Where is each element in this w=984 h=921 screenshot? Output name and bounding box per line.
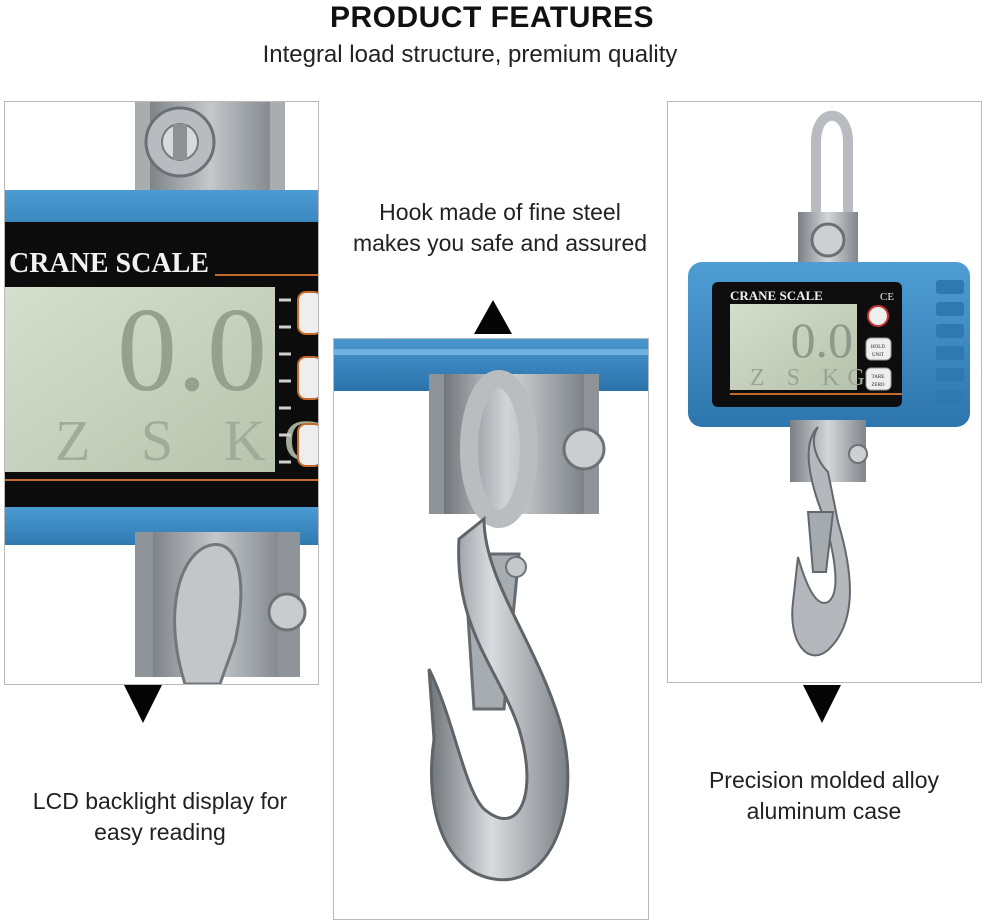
- svg-text:UNIT: UNIT: [872, 353, 884, 358]
- lcd-closeup-image: CRANE SCALE 0.0 Z S KG: [5, 102, 318, 684]
- arrow-down-right-icon: [803, 685, 841, 723]
- feature-caption-hook: Hook made of fine steel makes you safe a…: [325, 197, 675, 259]
- power-button: [297, 291, 318, 335]
- caption-line: makes you safe and assured: [352, 230, 648, 256]
- full-scale-image: CRANE SCALE CE 0.0 Z S KG HOLD UNIT TARE…: [688, 110, 970, 657]
- ce-mark: CE: [880, 291, 894, 303]
- lcd-status-small: Z S KG: [750, 365, 873, 391]
- hold-unit-button: [297, 356, 318, 400]
- hook-panel: [333, 338, 649, 920]
- tare-button: [865, 367, 892, 391]
- scale-label-small: CRANE SCALE: [730, 288, 823, 303]
- caption-line: easy reading: [94, 819, 226, 845]
- svg-text:TARE: TARE: [872, 375, 885, 380]
- feature-caption-case: Precision molded alloy aluminum case: [666, 765, 982, 827]
- page-subtitle: Integral load structure, premium quality: [262, 41, 678, 68]
- caption-line: Hook made of fine steel: [379, 199, 621, 225]
- caption-line: LCD backlight display for: [32, 788, 288, 814]
- page-title: PRODUCT FEATURES: [329, 1, 655, 34]
- caption-line: Precision molded alloy: [708, 767, 940, 793]
- lcd-reading: 0.0: [117, 283, 267, 416]
- hook-closeup-image: [334, 339, 648, 882]
- case-panel: CRANE SCALE CE 0.0 Z S KG HOLD UNIT TARE…: [667, 101, 982, 683]
- arrow-down-left-icon: [124, 685, 162, 723]
- svg-text:HOLD: HOLD: [871, 345, 885, 350]
- lcd-display-panel: CRANE SCALE 0.0 Z S KG: [4, 101, 319, 685]
- svg-text:ZERO: ZERO: [871, 383, 884, 388]
- feature-caption-lcd: LCD backlight display for easy reading: [10, 786, 310, 848]
- tare-zero-button: [297, 423, 318, 467]
- arrow-up-middle-icon: [474, 300, 512, 334]
- lcd-status: Z S KG: [55, 408, 318, 473]
- power-icon: [867, 305, 889, 327]
- hold-button: [865, 337, 892, 361]
- lcd-reading-small: 0.0: [791, 312, 854, 368]
- scale-label: CRANE SCALE: [9, 248, 209, 279]
- caption-line: aluminum case: [746, 798, 902, 824]
